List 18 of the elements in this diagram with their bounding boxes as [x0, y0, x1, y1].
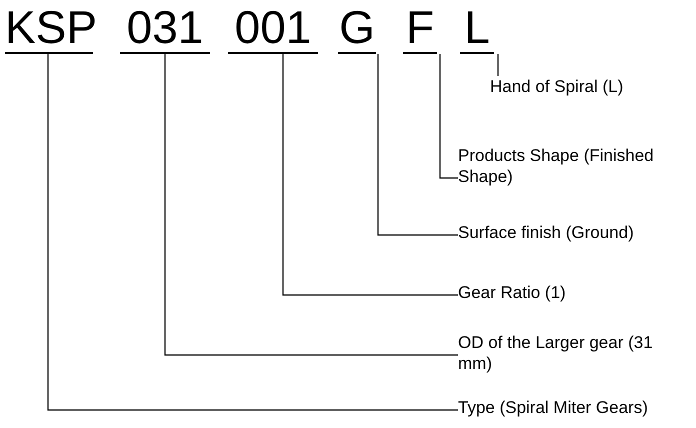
- description-label: Products Shape (Finished Shape): [458, 145, 678, 187]
- leader-line: [497, 54, 499, 76]
- code-segment: F: [403, 2, 437, 54]
- code-segment: L: [460, 2, 494, 54]
- code-segment: G: [338, 2, 376, 54]
- leader-line: [439, 54, 458, 179]
- leader-line: [47, 54, 458, 411]
- description-label: Surface finish (Ground): [458, 222, 693, 243]
- leader-line: [377, 54, 458, 236]
- description-label: OD of the Larger gear (31 mm): [458, 332, 678, 374]
- code-segment: 031: [120, 2, 210, 54]
- code-segment: 001: [228, 2, 318, 54]
- description-label: Gear Ratio (1): [458, 282, 658, 303]
- leader-line: [164, 54, 458, 356]
- description-label: Hand of Spiral (L): [490, 76, 690, 97]
- leader-line: [282, 54, 458, 296]
- description-label: Type (Spiral Miter Gears): [458, 397, 693, 418]
- code-segment: KSP: [5, 2, 93, 54]
